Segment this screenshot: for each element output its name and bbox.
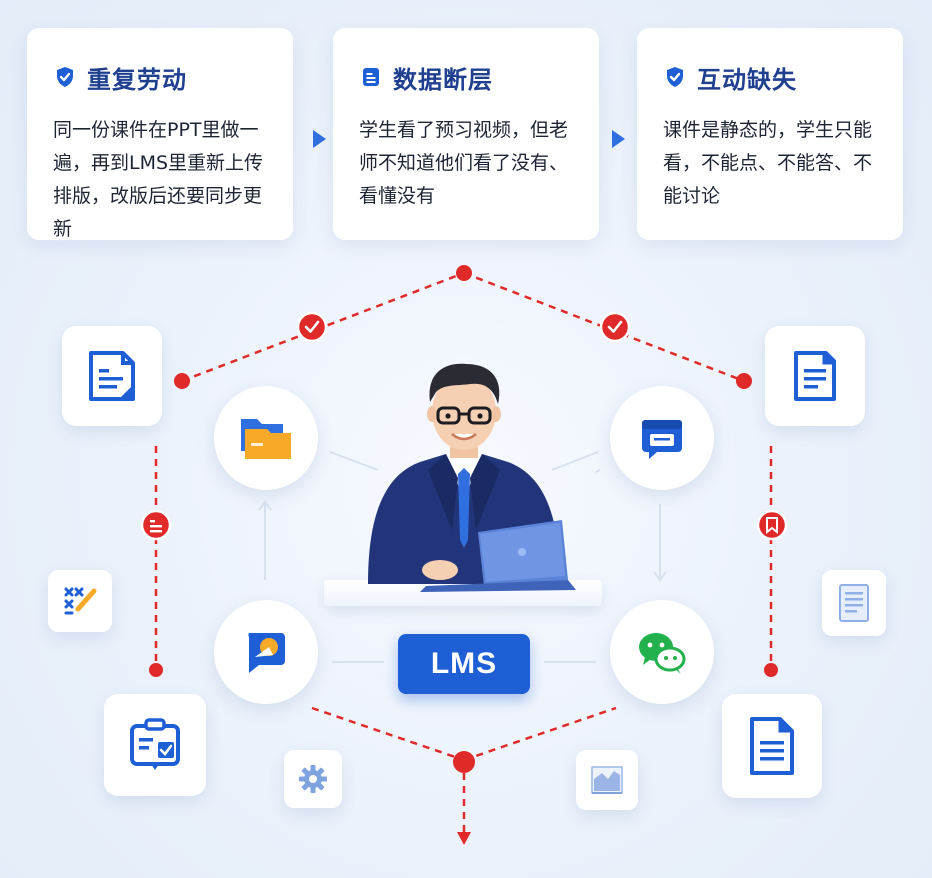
- gear-icon: [299, 765, 327, 793]
- chat-bubble-icon: [248, 633, 285, 673]
- problem-card-repetitive-work: 重复劳动 同一份课件在PPT里做一遍，再到LMS里重新上传排版，改版后还要同步更…: [27, 28, 293, 240]
- junction-dot: [174, 373, 190, 389]
- gear-tile: [284, 750, 342, 808]
- down-arrow-icon: [457, 832, 471, 845]
- check-badge-icon: [296, 311, 328, 343]
- chart-icon: [591, 766, 623, 794]
- junction-dot: [453, 751, 475, 773]
- checklist-tile: [48, 570, 112, 632]
- chat-bubble-node: [214, 600, 318, 704]
- text-page-icon: [839, 584, 869, 622]
- document-icon: [89, 351, 135, 401]
- lms-label: LMS: [430, 647, 498, 680]
- checklist-icon: [64, 587, 97, 615]
- junction-dot: [149, 663, 163, 677]
- lms-badge: LMS: [398, 634, 530, 694]
- problem-card-lack-of-interaction: 互动缺失 课件是静态的，学生只能看，不能点、不能答、不能讨论: [637, 28, 903, 240]
- shield-check-icon: [667, 67, 683, 87]
- document-icon: [794, 351, 836, 401]
- folder-icon: [241, 419, 291, 459]
- junction-dot: [456, 265, 472, 281]
- checklist-pen-tile: [104, 694, 206, 796]
- wechat-node: [610, 600, 714, 704]
- card-title: 数据断层: [393, 65, 493, 94]
- card-description: 课件是静态的，学生只能看，不能点、不能答、不能讨论: [663, 119, 873, 207]
- check-badge-icon: [599, 311, 631, 343]
- chart-tile: [576, 750, 638, 810]
- document-tile: [765, 326, 865, 426]
- card-title: 重复劳动: [87, 65, 187, 94]
- calendar-chat-node: [610, 386, 714, 490]
- shield-check-icon: [57, 67, 73, 87]
- document-tile: [62, 326, 162, 426]
- calendar-chat-icon: [642, 420, 682, 459]
- problem-card-data-gap: 数据断层 学生看了预习视频，但老师不知道他们看了没有、看懂没有: [333, 28, 599, 240]
- bookmark-badge-icon: [756, 509, 788, 541]
- flow-arrow-icon: [612, 130, 625, 148]
- card-title: 互动缺失: [697, 65, 797, 94]
- junction-dot: [764, 663, 778, 677]
- card-description: 同一份课件在PPT里做一遍，再到LMS里重新上传排版，改版后还要同步更新: [53, 119, 264, 240]
- text-page-tile: [822, 570, 886, 636]
- document-tile: [722, 694, 822, 798]
- flow-arrow-icon: [313, 130, 326, 148]
- list-badge-icon: [140, 509, 172, 541]
- card-description: 学生看了预习视频，但老师不知道他们看了没有、看懂没有: [359, 119, 569, 207]
- checklist-pen-icon: [130, 718, 180, 770]
- document-icon: [750, 717, 794, 775]
- junction-dot: [736, 373, 752, 389]
- document-list-icon: [363, 68, 379, 86]
- folder-node: [214, 386, 318, 490]
- wechat-icon: [639, 633, 686, 674]
